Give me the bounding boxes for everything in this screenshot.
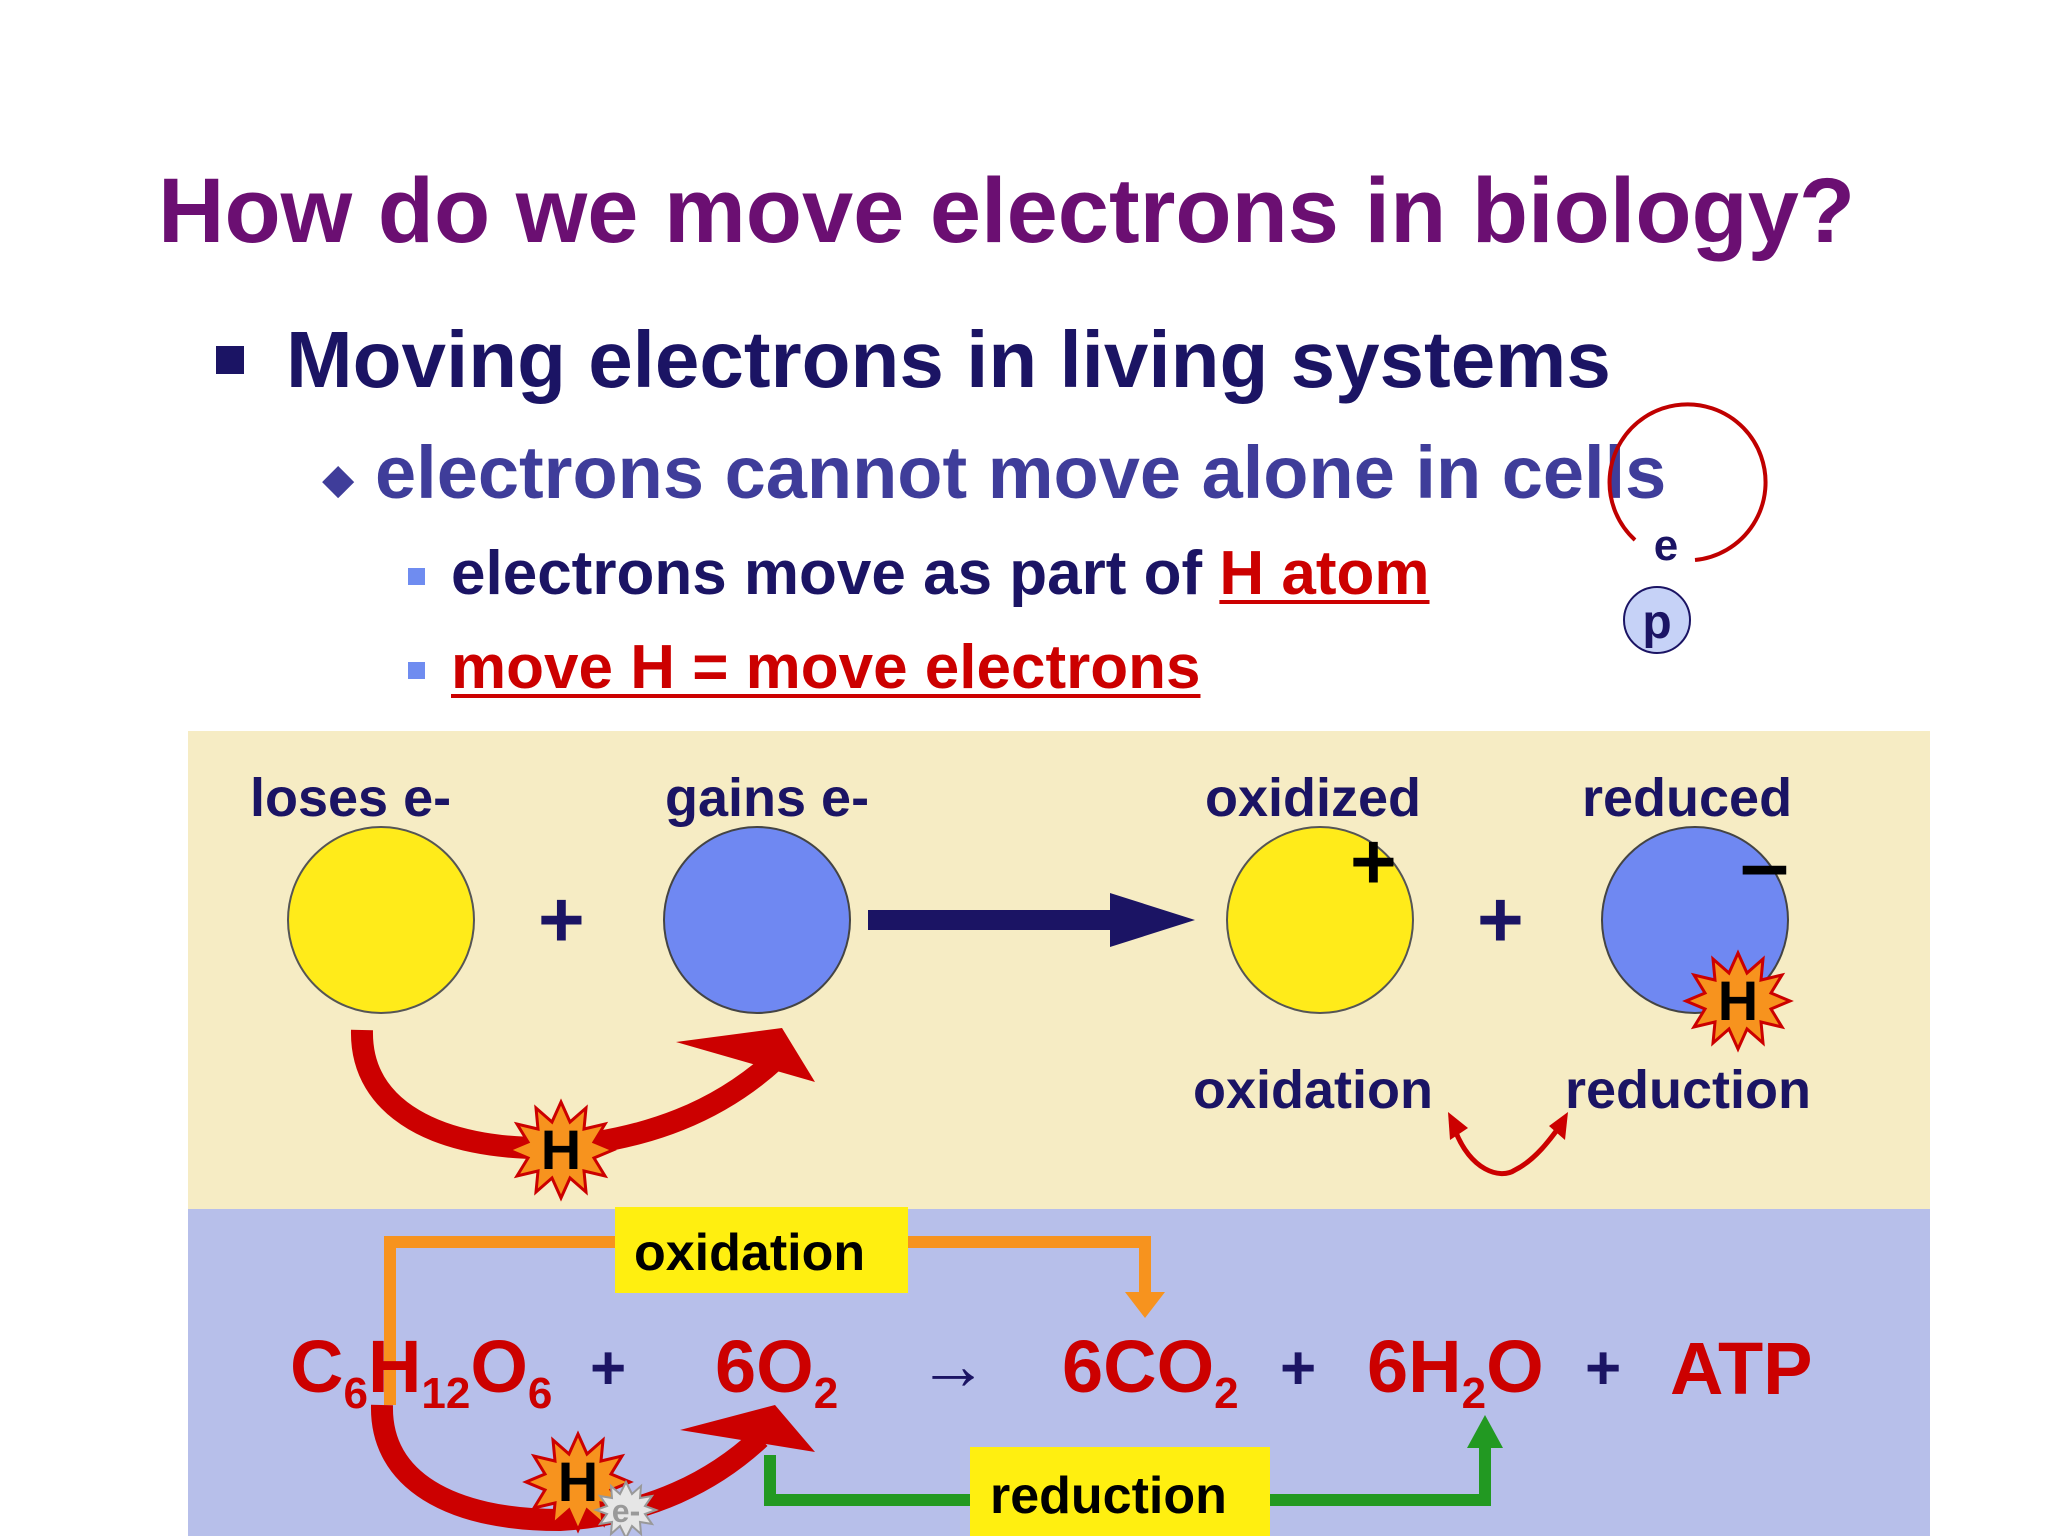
electron-starburst: e- [593, 1479, 659, 1536]
oxidized-label: oxidized [1205, 768, 1422, 828]
electron-orbit [1607, 402, 1768, 562]
plus-sign: + [538, 875, 585, 964]
bullet-level3-move-h: move H = move electrons [451, 633, 1201, 702]
acceptor-molecule [663, 826, 851, 1014]
hydrogen-starburst-top: H [505, 1098, 617, 1202]
reduced-label: reduced [1582, 768, 1793, 828]
link-arrowhead-right [1549, 1112, 1568, 1140]
bullet-diamond-icon: ◆ [322, 455, 355, 502]
hydrogen-label: H [558, 1450, 598, 1513]
water-formula: 6H2O [1367, 1325, 1544, 1418]
oxidation-bracket-arrowhead [1125, 1292, 1165, 1318]
oxidation-label: oxidation [1193, 1060, 1433, 1120]
hydrogen-starburst-reduced: H [1682, 949, 1794, 1053]
bullet-level3-prefix: electrons move as part of [451, 539, 1220, 608]
oxidation-box [615, 1207, 908, 1293]
reduction-box-label: reduction [990, 1467, 1227, 1525]
bullet-level2: electrons cannot move alone in cells [375, 431, 1667, 514]
reduction-box [970, 1447, 1270, 1536]
glucose-formula: C6H12O6 [290, 1325, 553, 1418]
yields-arrow-icon: → [918, 1326, 988, 1404]
reaction-arrow [868, 893, 1195, 947]
bullet-level1: Moving electrons in living systems [286, 315, 1611, 404]
plus-sign: + [1477, 875, 1524, 964]
atp-label: ATP [1670, 1327, 1813, 1410]
plus-sign: + [1280, 1334, 1317, 1403]
bullet-small-square-icon [408, 662, 425, 679]
carbon-dioxide-formula: 6CO2 [1062, 1325, 1239, 1418]
bullet-small-square-icon [408, 568, 425, 585]
hydrogen-starburst-bottom: H [522, 1430, 634, 1534]
electron-label: e [1654, 521, 1678, 570]
h-transfer-arrowhead [676, 1028, 815, 1082]
oxygen-formula: 6O2 [715, 1325, 839, 1418]
hydrogen-label: H [1718, 969, 1758, 1032]
plus-sign: + [1585, 1334, 1622, 1403]
positive-charge-icon: + [1350, 817, 1397, 906]
reduction-bracket-arrowhead [1467, 1415, 1503, 1448]
reduction-label: reduction [1565, 1060, 1812, 1120]
slide-title: How do we move electrons in biology? [158, 160, 1856, 262]
gains-electron-label: gains e- [665, 768, 870, 828]
proton-circle [1623, 586, 1691, 654]
negative-charge-icon: – [1740, 814, 1789, 913]
link-arrowhead-left [1448, 1112, 1468, 1140]
oxidation-reduction-link [1452, 1121, 1565, 1177]
plus-sign: + [590, 1334, 627, 1403]
hydrogen-label: H [541, 1118, 581, 1181]
glucose-h-transfer-arrowhead [680, 1405, 815, 1452]
h-atom-highlight: H atom [1219, 539, 1430, 608]
electron-tag-label: e- [612, 1493, 640, 1529]
oxidized-molecule [1226, 826, 1414, 1014]
hydrogen-atom-diagram: e p [1607, 402, 1768, 654]
oxidation-box-label: oxidation [634, 1224, 866, 1282]
loses-electron-label: loses e- [250, 768, 452, 828]
bullet-level3-h-atom: electrons move as part of H atom [451, 543, 1430, 605]
donor-molecule [287, 826, 475, 1014]
bullet-square-icon [216, 346, 244, 374]
proton-label: p [1642, 596, 1671, 649]
